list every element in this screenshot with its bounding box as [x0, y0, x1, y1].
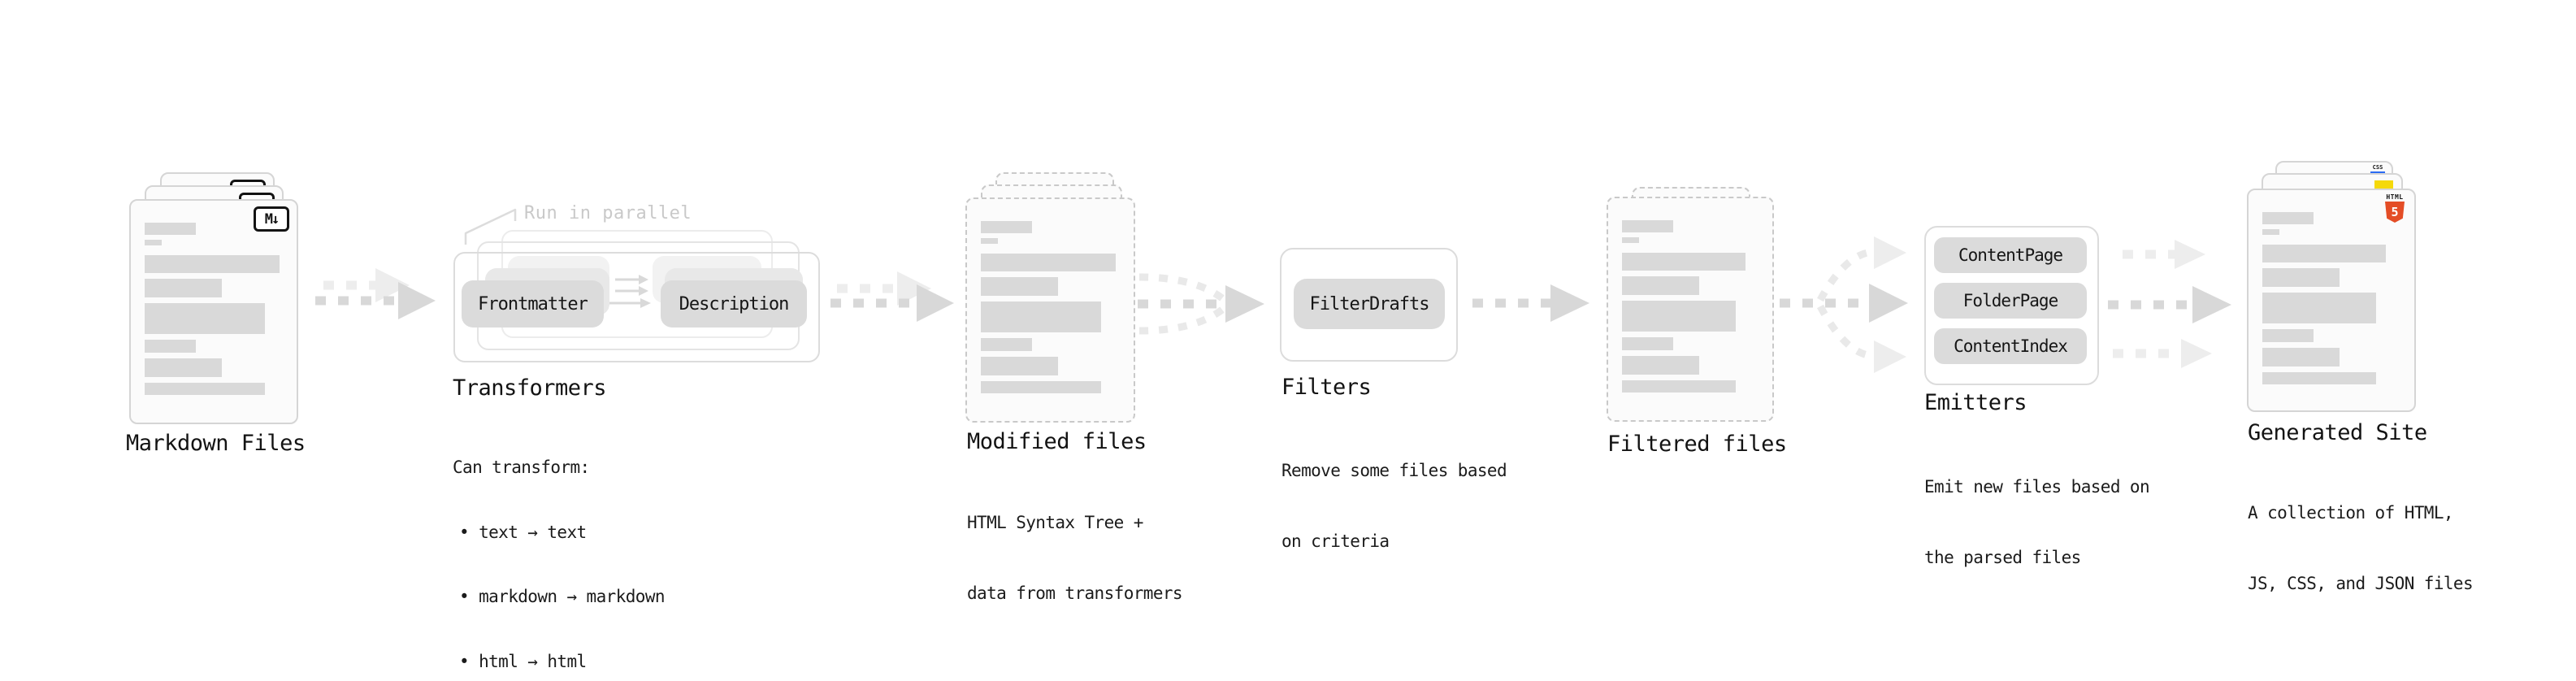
css-badge-label: CSS [2372, 164, 2383, 171]
transformers-title: Transformers [453, 375, 607, 401]
generated-site-description: A collection of HTML, JS, CSS, and JSON … [2248, 454, 2474, 643]
arrow-transformers-to-modified [830, 271, 954, 322]
emitter-pill-contentpage: ContentPage [1934, 237, 2087, 273]
markdown-icon: M↓ [254, 206, 289, 232]
emitters-title: Emitters [1924, 390, 2027, 415]
css-badge-icon: CSS [2370, 165, 2385, 174]
modified-files-stack [965, 172, 1169, 432]
desc-line: data from transformers [967, 583, 1183, 603]
modified-files-title: Modified files [967, 429, 1147, 454]
arrow-markdown-to-transformers [315, 268, 436, 319]
markdown-files-title: Markdown Files [126, 431, 306, 456]
desc-line: the parsed files [1924, 548, 2081, 567]
filters-description: Remove some files based on criteria [1281, 412, 1507, 601]
doc-placeholder-lines [2262, 212, 2386, 384]
html5-label: HTML [2386, 193, 2404, 201]
desc-line: Remove some files based [1281, 461, 1507, 480]
modified-doc-front [965, 197, 1135, 423]
generated-site-title: Generated Site [2248, 420, 2427, 445]
desc-line: A collection of HTML, [2248, 503, 2454, 523]
filter-pill-filterdrafts: FilterDrafts [1294, 279, 1445, 329]
css-badge-underline [2370, 171, 2385, 174]
run-in-parallel-leader-line [464, 208, 517, 245]
filters-title: Filters [1281, 375, 1372, 400]
html5-shield: 5 [2385, 202, 2405, 223]
desc-line: on criteria [1281, 531, 1390, 551]
transformers-description: Can transform: • text → text • markdown … [453, 414, 666, 681]
bullet-item: • text → text [459, 522, 587, 542]
emitter-pill-contentindex: ContentIndex [1934, 328, 2087, 364]
doc-placeholder-lines [145, 223, 280, 395]
js-badge-icon [2374, 180, 2393, 189]
doc-placeholder-lines [981, 221, 1116, 393]
transformer-pill-description: Description [661, 280, 807, 327]
bullet-item: • html → html [459, 651, 587, 671]
arrow-emitters-to-generated [2108, 240, 2231, 368]
arrow-filters-to-filtered [1472, 284, 1589, 322]
modified-files-description: HTML Syntax Tree + data from transformer… [967, 464, 1183, 653]
desc-line: JS, CSS, and JSON files [2248, 574, 2474, 593]
emitter-pill-folderpage: FolderPage [1934, 283, 2087, 319]
can-transform-label: Can transform: [453, 458, 590, 477]
arrow-modified-to-filters-merge [1138, 273, 1264, 335]
transformer-pill-arrows [609, 275, 651, 308]
markdown-doc-front: M↓ [129, 199, 298, 424]
emitters-description: Emit new files based on the parsed files [1924, 428, 2150, 617]
filtered-files-stack [1607, 187, 1810, 431]
markdown-files-stack: M↓ M↓ M↓ [129, 172, 332, 432]
generated-site-stack: CSS HTML 5 [2247, 161, 2450, 421]
html5-icon: HTML 5 [2384, 193, 2405, 223]
doc-placeholder-lines [1622, 220, 1746, 393]
filtered-files-title: Filtered files [1607, 432, 1787, 457]
bullet-item: • markdown → markdown [459, 587, 666, 606]
transformers-box-front [453, 252, 820, 362]
run-in-parallel-annotation: Run in parallel [524, 203, 692, 223]
arrow-filtered-to-emitters-fanout [1780, 236, 1908, 373]
filtered-doc-front [1607, 197, 1774, 422]
transformer-pill-frontmatter: Frontmatter [462, 280, 604, 327]
desc-line: HTML Syntax Tree + [967, 513, 1143, 532]
desc-line: Emit new files based on [1924, 477, 2150, 497]
generated-doc-html: HTML 5 [2247, 189, 2416, 412]
